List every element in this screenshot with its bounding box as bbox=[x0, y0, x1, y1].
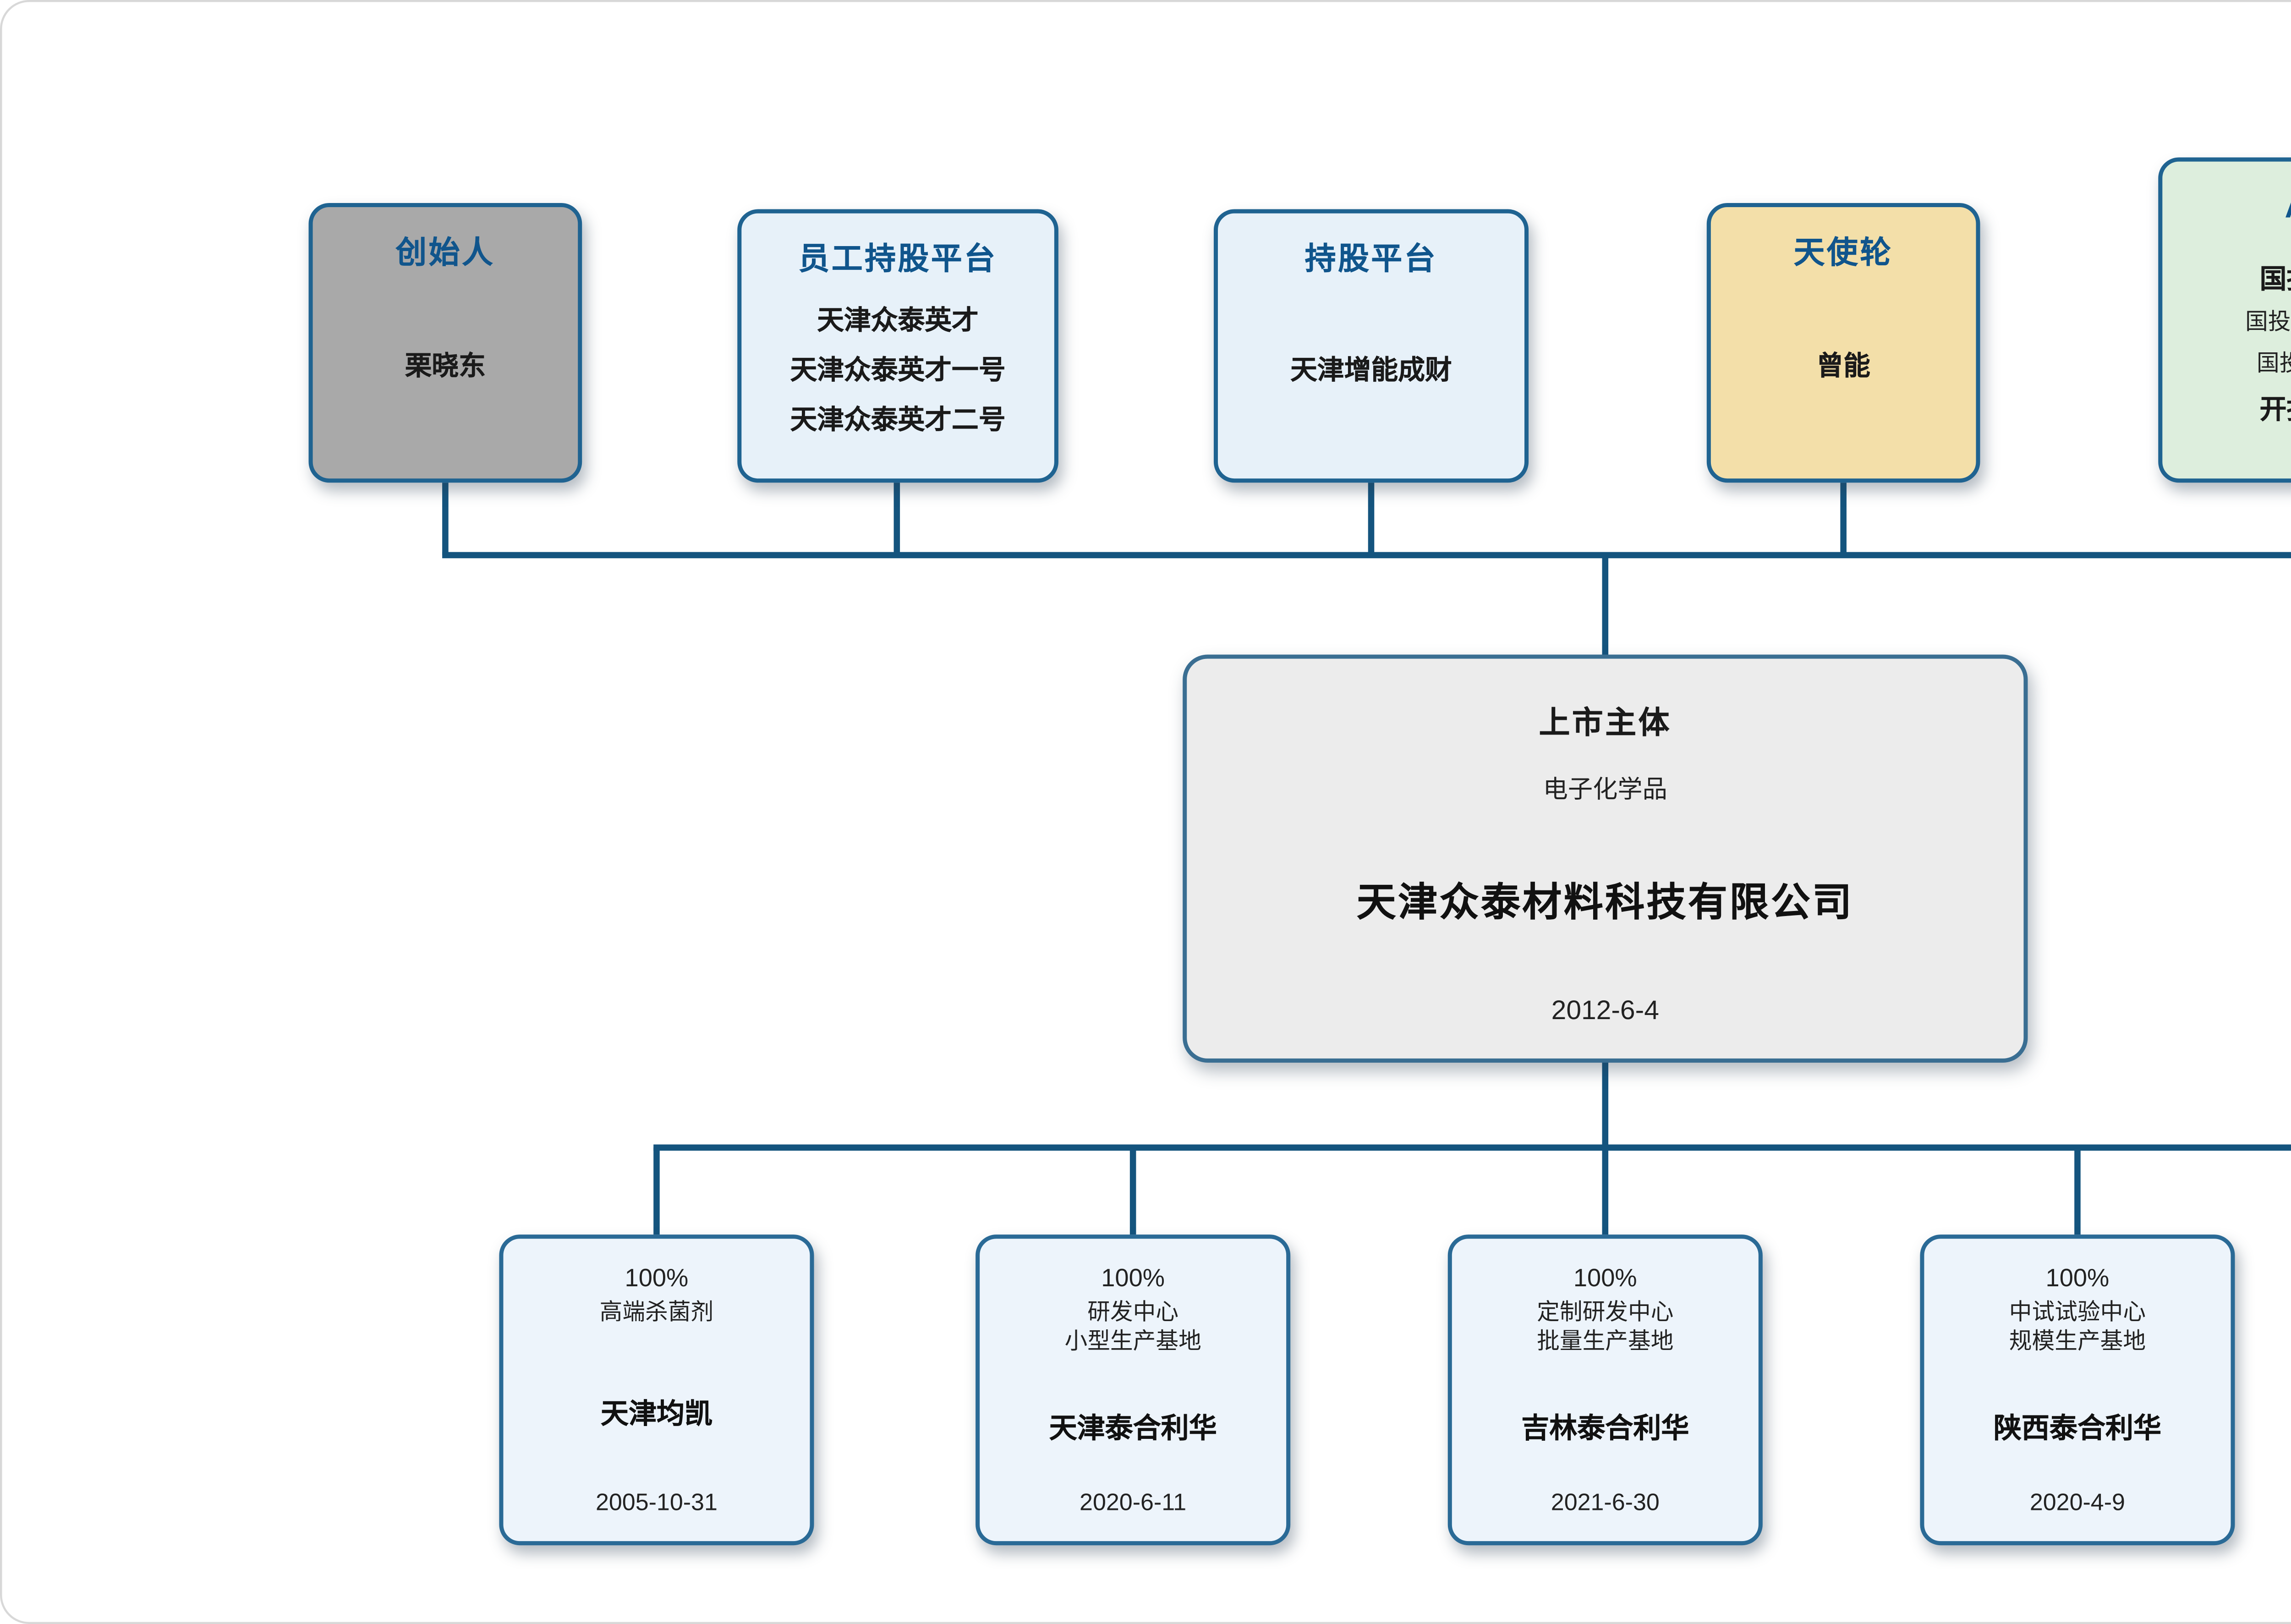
node-founder[interactable]: 创始人 栗晓东 bbox=[308, 203, 582, 483]
subsidiary-name: 陕西泰合利华 bbox=[1993, 1411, 2162, 1443]
node-listed-entity[interactable]: 上市主体 电子化学品 天津众泰材料科技有限公司 2012-6-4 bbox=[1183, 654, 2028, 1063]
shareholder-name: 国投京津冀 bbox=[2256, 351, 2291, 376]
node-content: 天津增能成财 bbox=[1290, 347, 1452, 386]
subsidiary-date: 2020-4-9 bbox=[2029, 1491, 2126, 1516]
subsidiary-name: 天津泰合利华 bbox=[1049, 1411, 1217, 1443]
business-category: 电子化学品 bbox=[1543, 774, 1667, 804]
company-name: 天津众泰材料科技有限公司 bbox=[1356, 882, 1854, 926]
node-title: A轮 bbox=[2285, 184, 2291, 228]
node-content: 曾能 bbox=[1816, 344, 1870, 383]
shareholder-name: 曾能 bbox=[1816, 350, 1870, 381]
shareholder-name: 天津众泰英才一号 bbox=[790, 353, 1006, 384]
node-title: 持股平台 bbox=[1304, 242, 1438, 278]
ownership-percent: 100% bbox=[1573, 1263, 1637, 1293]
node-subsidiary-tianjin-junkai[interactable]: 100% 高端杀菌剂 天津均凯 2005-10-31 bbox=[499, 1234, 814, 1546]
shareholder-name: 国投创业 bbox=[2259, 262, 2291, 293]
subsidiary-name: 天津均凯 bbox=[600, 1397, 713, 1428]
node-title: 天使轮 bbox=[1793, 236, 1893, 272]
founded-date: 2012-6-4 bbox=[1551, 994, 1659, 1026]
subsidiary-date: 2005-10-31 bbox=[595, 1491, 718, 1516]
subsidiary-date: 2021-6-30 bbox=[1551, 1491, 1660, 1516]
shareholder-name: 开拓和一 bbox=[2259, 392, 2291, 424]
node-content: 国投创业 国投重大专项 国投京津冀 开拓和一 bbox=[2245, 256, 2291, 426]
node-esop-platform[interactable]: 员工持股平台 天津众泰英才 天津众泰英才一号 天津众泰英才二号 bbox=[737, 209, 1058, 483]
node-series-a[interactable]: A轮 国投创业 国投重大专项 国投京津冀 开拓和一 bbox=[2158, 157, 2291, 483]
node-subsidiary-shaanxi-taiheli[interactable]: 100% 中试试验中心规模生产基地 陕西泰合利华 2020-4-9 bbox=[1920, 1234, 2235, 1546]
node-holding-platform[interactable]: 持股平台 天津增能成财 bbox=[1213, 209, 1529, 483]
subsidiary-date: 2020-6-11 bbox=[1080, 1491, 1187, 1516]
shareholder-name: 天津增能成财 bbox=[1290, 353, 1452, 384]
shareholder-name: 天津众泰英才二号 bbox=[790, 403, 1006, 434]
shareholder-name: 天津众泰英才 bbox=[817, 303, 979, 335]
ownership-percent: 100% bbox=[2045, 1263, 2110, 1293]
node-content: 天津众泰英才 天津众泰英才一号 天津众泰英才二号 bbox=[790, 297, 1005, 436]
listed-entity-label: 上市主体 bbox=[1539, 706, 1672, 742]
node-content: 栗晓东 bbox=[405, 344, 486, 383]
shareholder-name: 栗晓东 bbox=[405, 350, 486, 381]
subsidiary-role: 中试试验中心规模生产基地 bbox=[2009, 1300, 2146, 1355]
subsidiary-role: 定制研发中心批量生产基地 bbox=[1537, 1300, 1674, 1355]
subsidiary-role: 高端杀菌剂 bbox=[599, 1300, 714, 1326]
ownership-percent: 100% bbox=[1101, 1263, 1165, 1293]
node-angel-round[interactable]: 天使轮 曾能 bbox=[1706, 203, 1980, 483]
subsidiary-name: 吉林泰合利华 bbox=[1521, 1411, 1689, 1443]
ownership-percent: 100% bbox=[625, 1263, 689, 1293]
subsidiary-role: 研发中心小型生产基地 bbox=[1064, 1300, 1201, 1355]
node-subsidiary-tianjin-taiheli[interactable]: 100% 研发中心小型生产基地 天津泰合利华 2020-6-11 bbox=[976, 1234, 1291, 1546]
node-title: 员工持股平台 bbox=[798, 242, 998, 278]
node-title: 创始人 bbox=[395, 236, 495, 272]
node-subsidiary-jilin-taiheli[interactable]: 100% 定制研发中心批量生产基地 吉林泰合利华 2021-6-30 bbox=[1447, 1234, 1763, 1546]
shareholder-name: 国投重大专项 bbox=[2245, 309, 2291, 335]
